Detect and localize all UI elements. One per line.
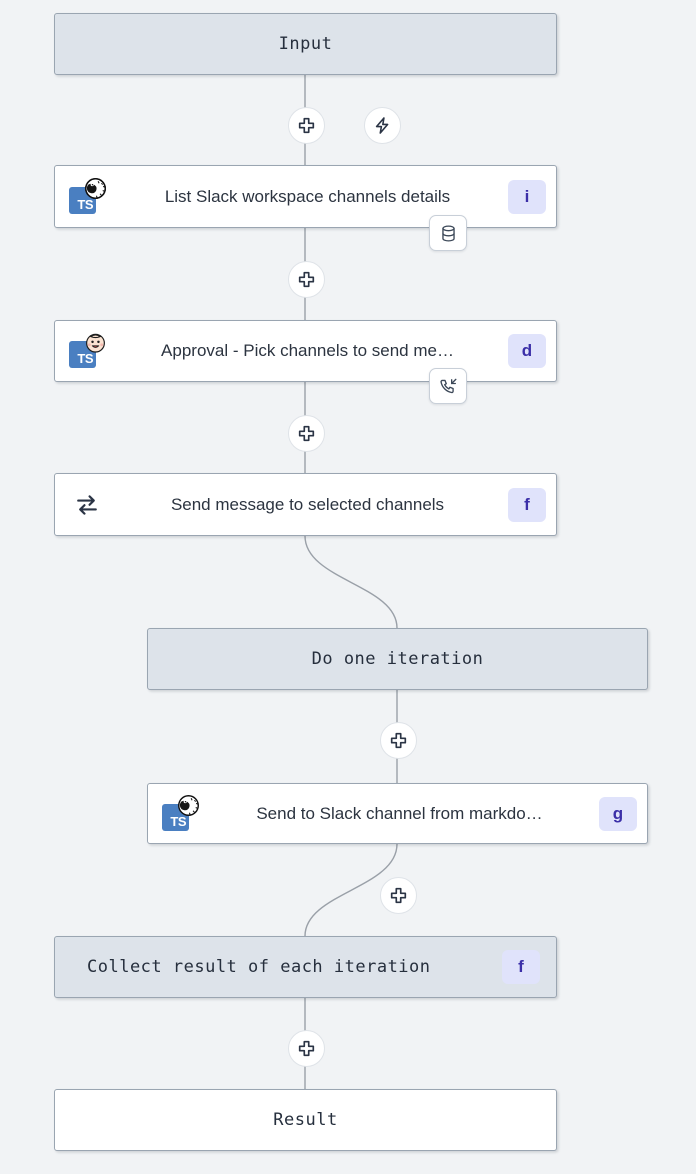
plus-icon	[298, 425, 315, 442]
add-step-after-input-button[interactable]	[288, 107, 325, 144]
node-send-to-slack-channel-letter-badge[interactable]: g	[599, 796, 637, 831]
add-step-after-do-one-iteration-button[interactable]	[380, 722, 417, 759]
add-trigger-after-input-button[interactable]	[364, 107, 401, 144]
loop-icon	[77, 494, 97, 515]
lightning-bolt-icon	[375, 117, 389, 134]
add-step-after-list-channels-button[interactable]	[288, 261, 325, 298]
node-icon-slot: TS	[67, 177, 107, 217]
node-result[interactable]: Result	[54, 1089, 557, 1151]
plus-icon	[390, 887, 407, 904]
plus-icon	[390, 732, 407, 749]
add-step-after-collect-result-button[interactable]	[288, 1030, 325, 1067]
database-badge[interactable]	[429, 215, 467, 251]
baby-face-avatar	[85, 332, 106, 353]
node-result-label: Result	[273, 1110, 338, 1130]
node-do-one-iteration-label: Do one iteration	[311, 649, 484, 669]
node-collect-result[interactable]: Collect result of each iteration f	[54, 936, 557, 998]
node-list-slack-channels[interactable]: TS	[54, 165, 557, 228]
node-collect-result-label: Collect result of each iteration	[87, 957, 431, 977]
node-send-message-label: Send message to selected channels	[170, 494, 445, 514]
edge-send-to-iteration	[304, 535, 398, 629]
node-icon-slot	[67, 485, 107, 525]
node-send-message-selected-channels[interactable]: Send message to selected channels f	[54, 473, 557, 536]
node-input[interactable]: Input	[54, 13, 557, 75]
phone-incoming-badge[interactable]	[429, 368, 467, 404]
node-approval-pick-channels-letter-badge[interactable]: d	[508, 334, 546, 368]
node-icon-slot: TS	[160, 794, 200, 834]
node-list-slack-channels-letter-badge[interactable]: i	[508, 179, 546, 214]
node-send-to-slack-channel-label: Send to Slack channel from markdo…	[256, 803, 543, 823]
node-label-slot: Send message to selected channels	[107, 495, 508, 515]
add-step-after-send-to-slack-button[interactable]	[380, 877, 417, 914]
phone-incoming-icon	[439, 378, 456, 393]
node-send-to-slack-channel[interactable]: TS Send to S	[147, 783, 648, 844]
add-step-after-approval-button[interactable]	[288, 415, 325, 452]
node-label-slot: Approval - Pick channels to send me…	[107, 341, 508, 361]
plus-icon	[298, 271, 315, 288]
database-icon	[441, 224, 455, 242]
node-approval-pick-channels[interactable]: TS Approval - Pick channels to send me… …	[54, 320, 557, 382]
plus-icon	[298, 1040, 315, 1057]
node-icon-slot: TS	[67, 331, 107, 371]
node-send-message-letter-badge[interactable]: f	[508, 487, 546, 522]
node-input-label: Input	[278, 34, 333, 54]
slack-hub-avatar	[178, 794, 199, 816]
node-approval-pick-channels-label: Approval - Pick channels to send me…	[161, 341, 454, 360]
node-label-slot: Send to Slack channel from markdo…	[200, 804, 599, 824]
plus-icon	[298, 117, 315, 134]
node-collect-result-letter-badge[interactable]: f	[502, 950, 540, 984]
node-label-slot: List Slack workspace channels details	[107, 187, 508, 207]
node-do-one-iteration[interactable]: Do one iteration	[147, 628, 648, 690]
slack-hub-avatar	[85, 177, 106, 199]
typescript-icon: TS	[69, 341, 96, 368]
node-list-slack-channels-label: List Slack workspace channels details	[164, 186, 451, 206]
